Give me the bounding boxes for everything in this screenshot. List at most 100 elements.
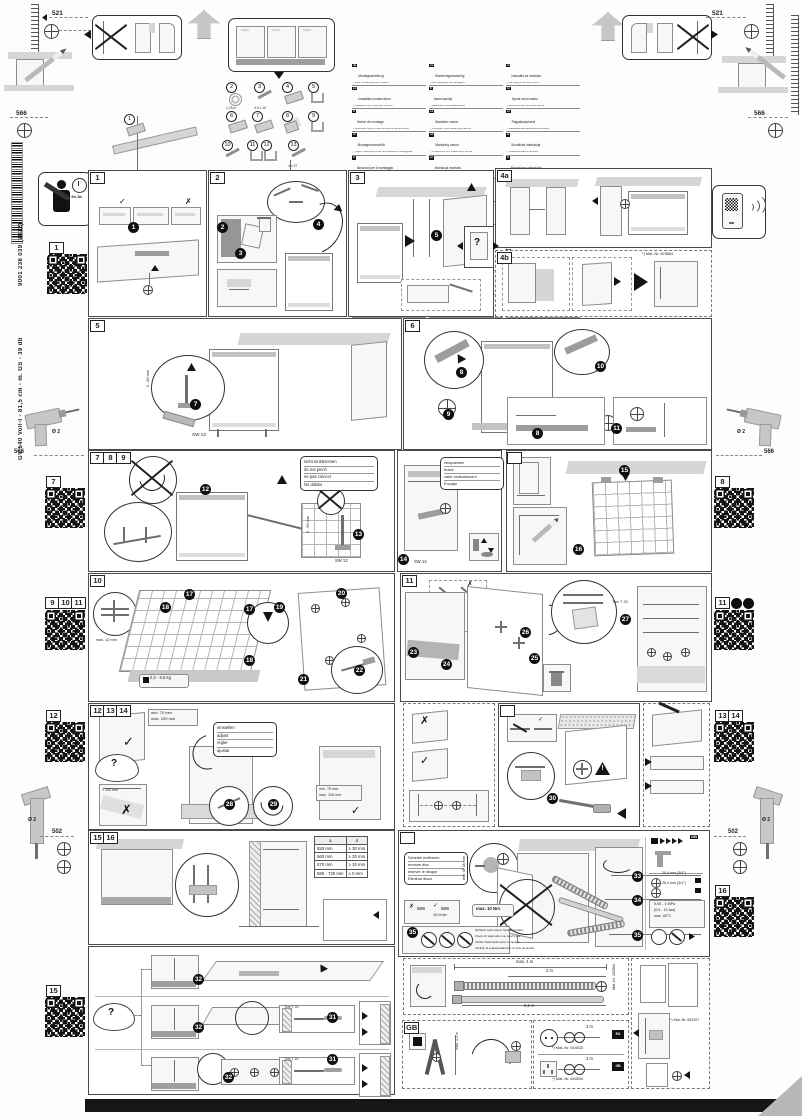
leak-es: Verificar la estanqueidad tras un ciclo … xyxy=(475,946,535,950)
overhang-label: max. 10 mm xyxy=(96,638,117,642)
decor-shape xyxy=(413,1037,422,1046)
decor-shape xyxy=(519,515,559,516)
plinth-options-box: ? xyxy=(88,946,395,1097)
language-code: en xyxy=(352,85,358,91)
decor-shape xyxy=(681,648,690,657)
sealant-gun-icon-right xyxy=(742,785,790,868)
decor-shape xyxy=(646,1063,668,1087)
dim-line xyxy=(44,17,88,18)
language-title: Montāžas instrukcija xyxy=(511,143,541,148)
decor-shape: 20 xyxy=(337,590,346,597)
decor-shape xyxy=(189,885,217,895)
step-label: 5 xyxy=(90,320,105,332)
language-code: et xyxy=(506,108,511,114)
decor-shape xyxy=(227,279,251,287)
step-label-text: 8 xyxy=(108,453,113,462)
decor-shape xyxy=(324,1068,342,1072)
dim-line xyxy=(59,30,91,31)
decor-shape xyxy=(651,929,667,945)
decor-shape xyxy=(131,1015,141,1016)
decor-shape xyxy=(633,1029,639,1037)
decor-shape xyxy=(265,429,267,437)
decor-shape xyxy=(601,477,611,483)
callout-number: 15 xyxy=(619,465,630,476)
decor-shape xyxy=(236,26,265,58)
decor-shape xyxy=(658,701,680,714)
decor-shape: 22 xyxy=(355,667,364,674)
decor-shape xyxy=(573,760,592,779)
niche-depth-table: a d 550 mm ≥ 30 mm 560 mm ≥ 20 mm 570 mm… xyxy=(314,835,369,878)
step-label: 14 xyxy=(728,710,743,722)
part-glyph-icon xyxy=(229,93,242,106)
step-label-text: 11 xyxy=(718,598,727,607)
language-entry: lvMontāžas instrukcija *) Pieejama klien… xyxy=(506,132,580,156)
part-number: 10 xyxy=(222,140,233,151)
decor-shape xyxy=(663,652,672,661)
step-2-box xyxy=(208,170,352,317)
decor-shape: 8 xyxy=(459,369,464,376)
countertop-fix-box: ✓ ! xyxy=(498,703,640,827)
decor-shape xyxy=(93,1003,135,1031)
decor-shape xyxy=(174,1060,175,1082)
decor-shape xyxy=(123,527,125,543)
callout-number: 13 xyxy=(353,529,364,540)
step-label-text: 3 xyxy=(355,173,360,182)
no-pinch-fr: ne pas coincer xyxy=(304,474,374,482)
part-number: 4 xyxy=(282,82,293,93)
step-label-text: 1 xyxy=(95,173,100,182)
check-icon: ✓ xyxy=(119,197,126,206)
arrow-icon xyxy=(614,277,621,286)
decor-shape xyxy=(65,408,80,414)
panel-warning-box-left xyxy=(92,15,182,60)
decor-shape xyxy=(628,191,688,235)
callout-number: 18 xyxy=(244,655,255,666)
step-label-text: 15 xyxy=(49,986,58,995)
decor-shape: a d xyxy=(314,835,369,846)
decor-shape xyxy=(547,1064,549,1068)
screw-icon xyxy=(143,285,153,295)
cord-material-eu: *) Mat.-Nr. 644533 xyxy=(552,1046,584,1050)
decor-shape xyxy=(267,26,296,58)
decor-shape: 1 xyxy=(131,224,136,231)
step-label-text: 12 xyxy=(93,706,102,715)
check-icon: ✓ xyxy=(123,734,134,749)
language-code: fi xyxy=(429,85,433,91)
leak-check-box: Dichtheit nach erstem Spülgang prüfen Ch… xyxy=(402,926,534,954)
niche-question-box: ? xyxy=(464,226,494,268)
language-title: Notice de montage xyxy=(357,119,384,124)
language-title: Upute za montažu xyxy=(511,96,538,101)
decor-shape xyxy=(739,409,748,418)
callout-number: 19 xyxy=(274,602,285,613)
decor-shape xyxy=(421,932,437,948)
callout-number: 31 xyxy=(327,1054,338,1065)
step-label: 14 xyxy=(116,705,131,717)
ruler-left xyxy=(31,4,39,59)
step-10-box xyxy=(88,573,395,702)
decor-shape xyxy=(359,1001,391,1045)
step-label: 11 xyxy=(71,597,86,609)
brace-textbox: verspannen brace caler verticalement Enc… xyxy=(440,457,504,491)
decor-shape xyxy=(362,1080,368,1088)
decor-shape xyxy=(113,600,115,622)
pressure-bar: (0,5 - 10 bar) xyxy=(654,908,676,912)
decor-shape: 21 xyxy=(299,676,308,683)
decor-shape xyxy=(135,251,169,256)
brace-es: Encajar xyxy=(444,481,458,487)
leak-fr: Vérifier l'étanchéité après un lavage xyxy=(475,940,520,944)
callout-number: 4 xyxy=(313,219,324,230)
foot-range-label: 0 - 60 mm xyxy=(146,370,150,388)
decor-shape xyxy=(593,804,611,813)
callout-number: 32 xyxy=(193,974,204,985)
wrench-size-label: SW 13 xyxy=(414,559,427,564)
decor-shape xyxy=(645,837,646,950)
dim-566-mid-right: 566 xyxy=(764,449,775,455)
step-label-text: 4a xyxy=(500,171,509,180)
decor-shape xyxy=(143,677,149,683)
decor-shape: 32 xyxy=(194,1024,203,1031)
dim-line xyxy=(706,17,746,18)
decor-shape xyxy=(241,29,249,31)
step-11-box: ✗ xyxy=(400,573,712,702)
decor-shape xyxy=(439,932,455,948)
no-pinch-textbox: nicht einklemmen do not pinch ne pas coi… xyxy=(300,456,378,491)
